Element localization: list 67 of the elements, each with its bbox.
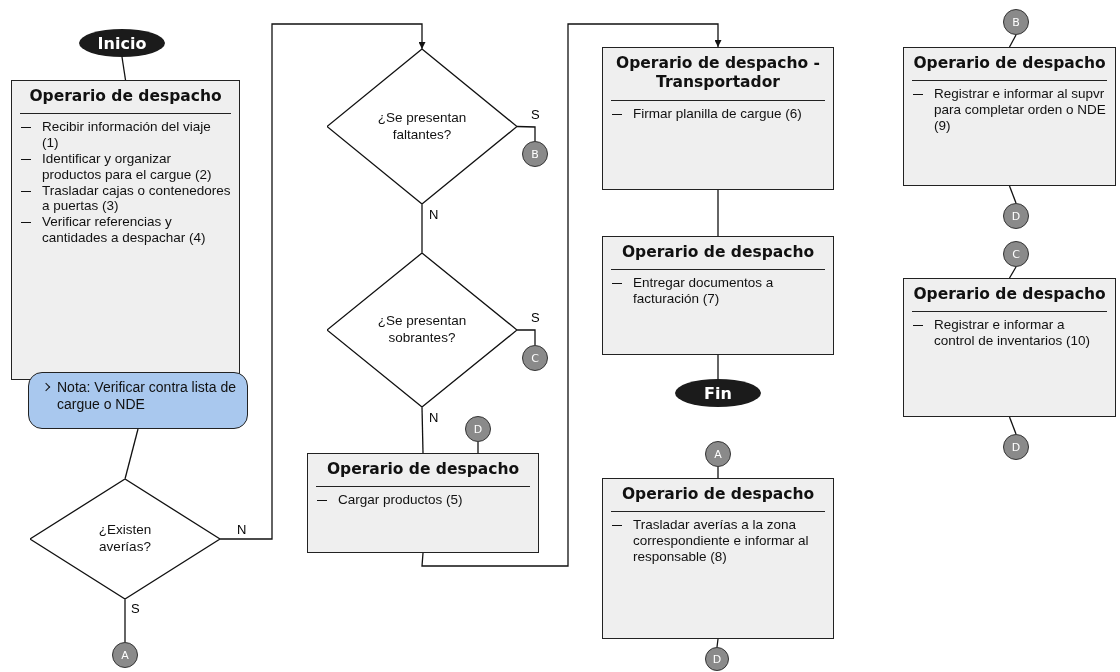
connector-circle: D <box>465 416 491 442</box>
process-box <box>903 278 1116 417</box>
connector-line <box>1008 266 1017 279</box>
process-box <box>307 453 539 553</box>
edge-label: S <box>130 602 141 615</box>
edge-label: N <box>428 208 440 221</box>
connector-line <box>1008 185 1017 204</box>
task-item: Firmar planilla de cargue (6) <box>611 105 825 122</box>
edge-label: S <box>530 311 541 324</box>
connector-circle: C <box>1003 241 1029 267</box>
process-box <box>602 478 834 639</box>
decision-text: ¿Se presentan faltantes? <box>376 109 468 144</box>
connector-line <box>121 56 127 81</box>
connector-circle: A <box>705 441 731 467</box>
arrow <box>421 23 722 567</box>
decision-diamond <box>327 253 517 407</box>
connector-circle: B <box>1003 9 1029 35</box>
box-heading: Operario de despacho <box>620 243 816 263</box>
box-heading: Operario de despacho <box>28 87 223 107</box>
decision-text: ¿Existen averías? <box>97 522 153 556</box>
connector-line <box>516 329 536 346</box>
connector-circle: A <box>112 642 138 668</box>
box-heading: Operario de despacho <box>325 460 521 480</box>
connector-line <box>716 638 719 648</box>
connector-line <box>1008 416 1017 435</box>
process-box <box>903 47 1116 186</box>
task-item: Registrar e informar a control de inventarios (10) <box>912 317 1107 349</box>
connector-line <box>477 441 479 454</box>
connector-line <box>124 598 126 643</box>
task-item: Recibir información del viaje (1) <box>20 119 231 151</box>
task-item: Identificar y organizar productos para el cargue (2) <box>20 150 231 183</box>
connector-line <box>421 203 423 254</box>
connector-line <box>717 466 719 479</box>
edge-label: N <box>236 523 248 536</box>
decision-diamond <box>30 479 220 599</box>
decision-diamond <box>327 49 517 204</box>
connector-line <box>516 125 536 142</box>
edge-label: N <box>428 411 440 424</box>
connector-circle: D <box>705 647 729 671</box>
connector-line <box>124 428 139 480</box>
connector-circle: D <box>1003 434 1029 460</box>
connector-line <box>717 354 719 380</box>
connector-line <box>421 406 424 454</box>
edge-label: S <box>530 108 541 121</box>
box-heading: Operario de despacho - Transportador <box>615 54 821 93</box>
box-heading: Operario de despacho <box>912 54 1107 74</box>
decision-text: ¿Se presentan sobrantes? <box>376 313 468 347</box>
task-item: Trasladar averías a la zona correspondiente e informar al responsable (8) <box>611 517 825 565</box>
task-item: Registrar e informar al supvr para completar orden o NDE (9) <box>912 86 1107 134</box>
terminator-oval: Fin <box>675 379 761 407</box>
connector-line <box>1008 34 1017 48</box>
terminator-oval: Inicio <box>79 29 165 57</box>
connector-circle: D <box>1003 203 1029 229</box>
task-item: Verificar referencias y cantidades a despachar (4) <box>20 214 231 246</box>
note-box: Nota: Verificar contra lista de cargue o NDE <box>28 372 248 429</box>
process-box <box>602 47 834 190</box>
task-item: Entregar documentos a facturación (7) <box>611 275 825 307</box>
connector-line <box>717 189 719 237</box>
box-heading: Operario de despacho <box>620 485 816 505</box>
process-box <box>11 80 240 380</box>
connector-circle: B <box>522 141 548 167</box>
box-heading: Operario de despacho <box>912 285 1107 305</box>
process-box <box>602 236 834 355</box>
arrow <box>219 23 426 540</box>
task-item: Trasladar cajas o contenedores a puertas (3) <box>20 182 231 215</box>
task-item: Cargar productos (5) <box>316 492 530 509</box>
connector-circle: C <box>522 345 548 371</box>
